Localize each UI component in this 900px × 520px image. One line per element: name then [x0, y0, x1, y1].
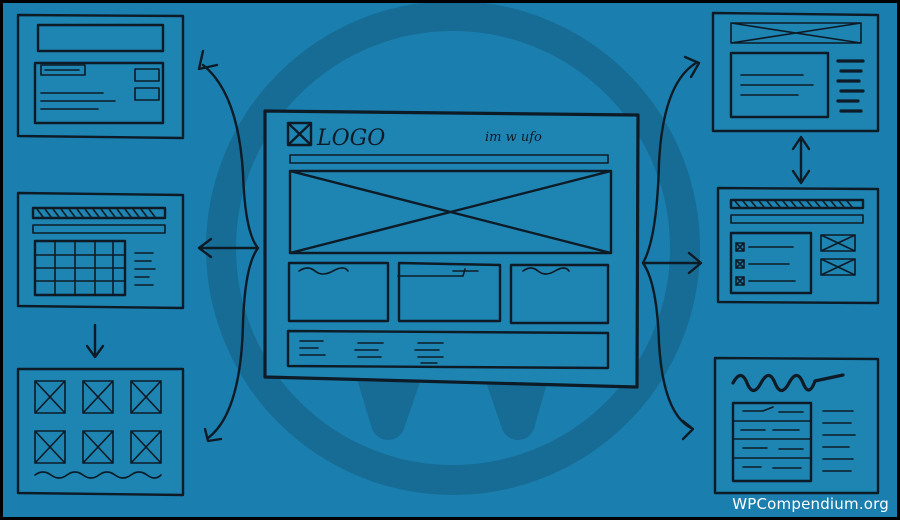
arrow-right-icon	[641, 251, 703, 275]
wireframe-mid-right	[716, 186, 880, 305]
arrow-down-icon	[85, 323, 105, 359]
nav-scribble: im w ufo	[485, 130, 542, 145]
connector-arrows	[85, 49, 811, 443]
watermark-text: WPCompendium.org	[732, 495, 889, 513]
main-wireframe: LOGO im w ufo	[263, 109, 640, 389]
arrow-head-icon	[681, 419, 695, 441]
wireframe-mid-left	[16, 191, 185, 310]
wireframe-bottom-left	[16, 367, 185, 497]
wireframe-sketch-art: LOGO im w ufo	[3, 3, 897, 517]
arrow-head-icon	[683, 55, 701, 79]
wireframe-top-right	[711, 11, 880, 133]
hero-image-placeholder	[288, 169, 613, 255]
wireframe-top-left	[16, 13, 185, 140]
logo-placeholder-icon	[286, 121, 313, 147]
arrow-left-icon	[197, 237, 260, 259]
column-heading-scribble	[298, 267, 349, 275]
arrow-head-icon	[203, 427, 223, 443]
arrow-up-down-icon	[791, 135, 811, 185]
arrow-head-icon	[197, 49, 219, 71]
logo-text: LOGO	[316, 126, 385, 151]
wireframe-bottom-right	[713, 356, 880, 495]
